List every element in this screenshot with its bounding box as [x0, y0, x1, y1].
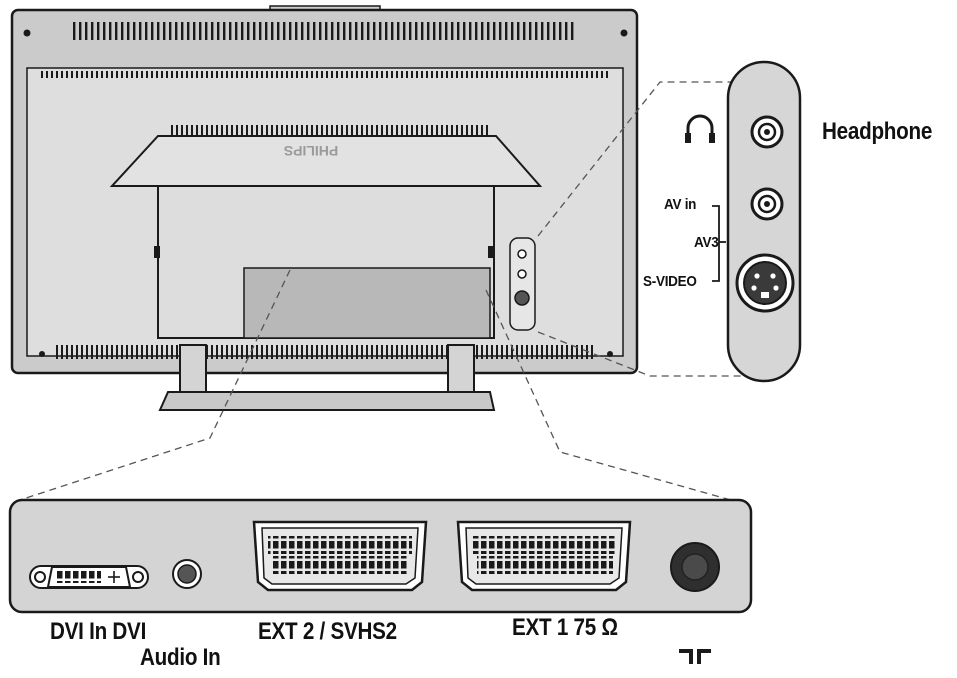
leader-line-bottom-left: [19, 269, 291, 501]
stand-base: [158, 391, 496, 411]
stand-leg-left: [179, 344, 207, 394]
stand-mount-top: [109, 135, 543, 187]
headphone-label: Headphone: [822, 118, 933, 145]
tv-brand-mark: PHILIPS: [284, 143, 338, 159]
ext1-scart-port: [456, 520, 632, 592]
tv-top-vent: [72, 22, 577, 40]
headphone-jack: [750, 115, 784, 149]
av-in-jack: [750, 187, 784, 221]
tv-side-jack: [514, 290, 530, 306]
antenna-symbol-icon: [679, 649, 711, 664]
tv-inner-top-vent: [40, 71, 610, 78]
ext1-label: EXT 1 75 Ω: [512, 614, 618, 641]
audio-in-label: Audio In: [140, 644, 221, 671]
tv-side-connector-strip: [509, 237, 536, 331]
leader-line-bottom-right: [485, 289, 739, 503]
ext2-svhs2-label: EXT 2 / SVHS2: [258, 618, 397, 645]
side-panel-body: [726, 60, 802, 383]
dvi-audio-in-jack: [172, 559, 202, 589]
tv-bottom-vent: [55, 345, 595, 359]
dvi-in-port: [29, 565, 149, 589]
dvi-in-label: DVI In DVI: [50, 618, 147, 645]
tv-side-jack: [517, 249, 527, 259]
ext2-scart-port: [252, 520, 428, 592]
av3-bracket: [712, 205, 720, 282]
av-in-label: AV in: [664, 196, 697, 213]
stand-leg-right: [447, 344, 475, 394]
side-connector-panel: [685, 60, 802, 383]
antenna-input-port: [670, 542, 720, 592]
leader-line-side-bottom: [537, 331, 770, 377]
s-video-label: S-VIDEO: [643, 273, 697, 290]
stand-notch: [154, 246, 160, 258]
tv-screw: [39, 351, 45, 357]
tv-screw: [23, 29, 31, 37]
bottom-connector-panel: [8, 498, 753, 664]
connector-recess: [243, 267, 491, 339]
headphones-icon: [685, 114, 715, 143]
tv-back: PHILIPS: [10, 5, 639, 411]
tv-screw: [607, 351, 613, 357]
av3-label: AV3: [694, 234, 719, 251]
tv-side-jack: [517, 269, 527, 279]
s-video-jack: [735, 253, 795, 313]
stand-notch: [488, 246, 494, 258]
tv-screw: [620, 29, 628, 37]
